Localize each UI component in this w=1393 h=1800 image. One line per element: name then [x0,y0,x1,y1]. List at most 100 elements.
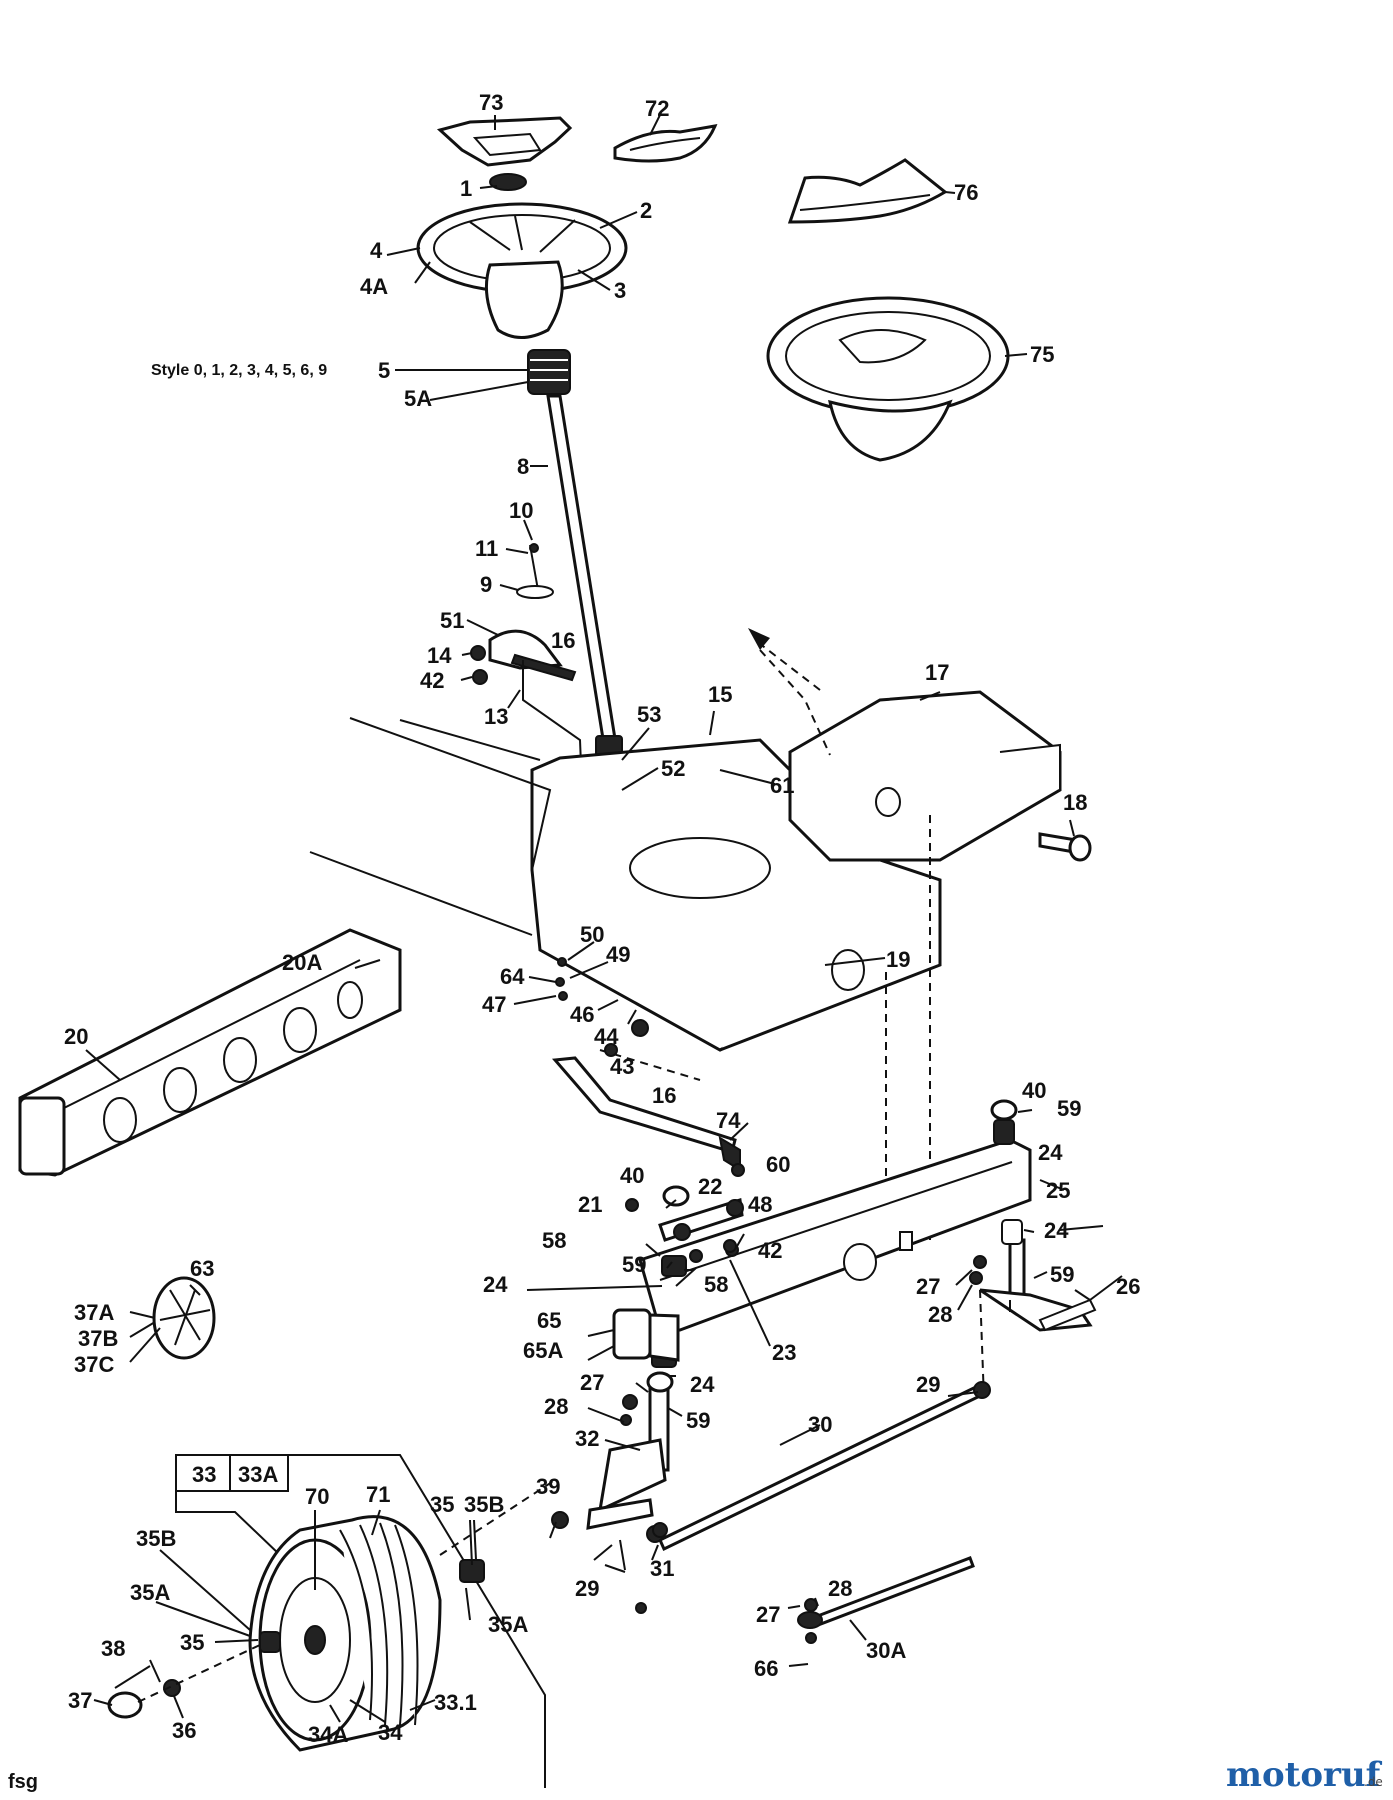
label-35Aa: 35A [130,1580,170,1605]
label-59a: 59 [622,1252,646,1277]
label-35b: 35 [180,1630,204,1655]
label-17: 17 [925,660,949,685]
label-36: 36 [172,1718,196,1743]
label-42a: 42 [420,668,444,693]
label-38: 38 [101,1636,125,1661]
label-33: 33 [192,1462,216,1487]
tie-rod-30A [797,1556,975,1629]
label-9: 9 [480,572,492,597]
label-35a: 35 [430,1492,454,1517]
label-72: 72 [645,96,669,121]
label-61: 61 [770,773,794,798]
label-4A: 4A [360,274,388,299]
watermark-suffix: .de [1364,1775,1383,1789]
label-20A: 20A [282,950,322,975]
label-70: 70 [305,1484,329,1509]
steering-bellows-5 [527,349,571,395]
label-27c: 27 [756,1602,780,1627]
label-59b: 59 [1057,1096,1081,1121]
label-52: 52 [661,756,685,781]
label-24a: 24 [483,1272,508,1297]
label-47: 47 [482,992,506,1017]
label-8: 8 [517,454,529,479]
label-21: 21 [578,1192,602,1217]
label-27a: 27 [916,1274,940,1299]
label-29a: 29 [916,1372,940,1397]
corner-code: fsg [8,1771,38,1793]
small-hardware [551,957,1023,1644]
label-75: 75 [1030,342,1054,367]
label-65A: 65A [523,1338,563,1363]
label-20: 20 [64,1024,88,1049]
bolt-18 [1038,832,1092,862]
hidden-line-6 [439,1479,556,1556]
label-2: 2 [640,198,652,223]
label-22: 22 [698,1174,722,1199]
label-23: 23 [772,1340,796,1365]
label-42b: 42 [758,1238,782,1263]
label-27b: 27 [580,1370,604,1395]
label-51: 51 [440,608,464,633]
bracket-51-16 [470,629,583,791]
label-64: 64 [500,964,525,989]
label-33A: 33A [238,1462,278,1487]
label-31: 31 [650,1556,674,1581]
label-71: 71 [366,1482,390,1507]
label-59d: 59 [686,1408,710,1433]
steering-arm-22 [658,1198,744,1242]
front-wheel-33-1 [248,1515,442,1752]
label-37B: 37B [78,1326,118,1351]
label-48: 48 [748,1192,772,1217]
label-11: 11 [475,536,498,561]
steering-wheel-cap-72 [613,124,718,163]
label-32: 32 [575,1426,599,1451]
label-5A: 5A [404,386,432,411]
bushing-65 [612,1308,680,1362]
label-16a: 16 [551,628,575,653]
label-58a: 58 [542,1228,566,1253]
label-73: 73 [479,90,503,115]
label-66: 66 [754,1656,778,1681]
style-note: Style 0, 1, 2, 3, 4, 5, 6, 9 [151,362,327,379]
label-5: 5 [378,358,390,383]
label-39: 39 [536,1474,560,1499]
label-13: 13 [484,704,508,729]
label-65: 65 [537,1308,561,1333]
frame-17-19 [309,690,1062,1052]
front-bracket-20 [18,928,402,1177]
steering-wheel-75 [766,296,1010,462]
label-10: 10 [509,498,533,523]
label-37C: 37C [74,1352,114,1377]
label-18: 18 [1063,790,1087,815]
label-28a: 28 [928,1302,952,1327]
steering-shaft-8 [546,394,623,807]
label-74: 74 [716,1108,741,1133]
label-16b: 16 [652,1083,676,1108]
label-35Ba: 35B [464,1492,504,1517]
spindle-32 [586,1378,670,1530]
label-26: 26 [1116,1274,1140,1299]
label-58b: 58 [704,1272,728,1297]
label-49: 49 [606,942,630,967]
label-25: 25 [1046,1178,1070,1203]
label-44: 44 [594,1024,619,1049]
label-30A: 30A [866,1638,906,1663]
hidden-arrow [754,639,821,691]
label-34A: 34A [308,1722,348,1747]
label-29b: 29 [575,1576,599,1601]
label-35Ab: 35A [488,1612,528,1637]
label-40a: 40 [620,1163,644,1188]
label-33.1: 33.1 [434,1690,477,1715]
watermark-text: motoruf [1226,1755,1383,1795]
label-14: 14 [427,643,452,668]
label-46: 46 [570,1002,594,1027]
label-28c: 28 [828,1576,852,1601]
label-24c: 24 [1044,1218,1069,1243]
label-30: 30 [808,1412,832,1437]
bolt-10-11-9 [516,543,554,599]
label-15: 15 [708,682,732,707]
label-24b: 24 [1038,1140,1063,1165]
leader-lines [85,114,1123,1723]
label-19: 19 [886,947,910,972]
